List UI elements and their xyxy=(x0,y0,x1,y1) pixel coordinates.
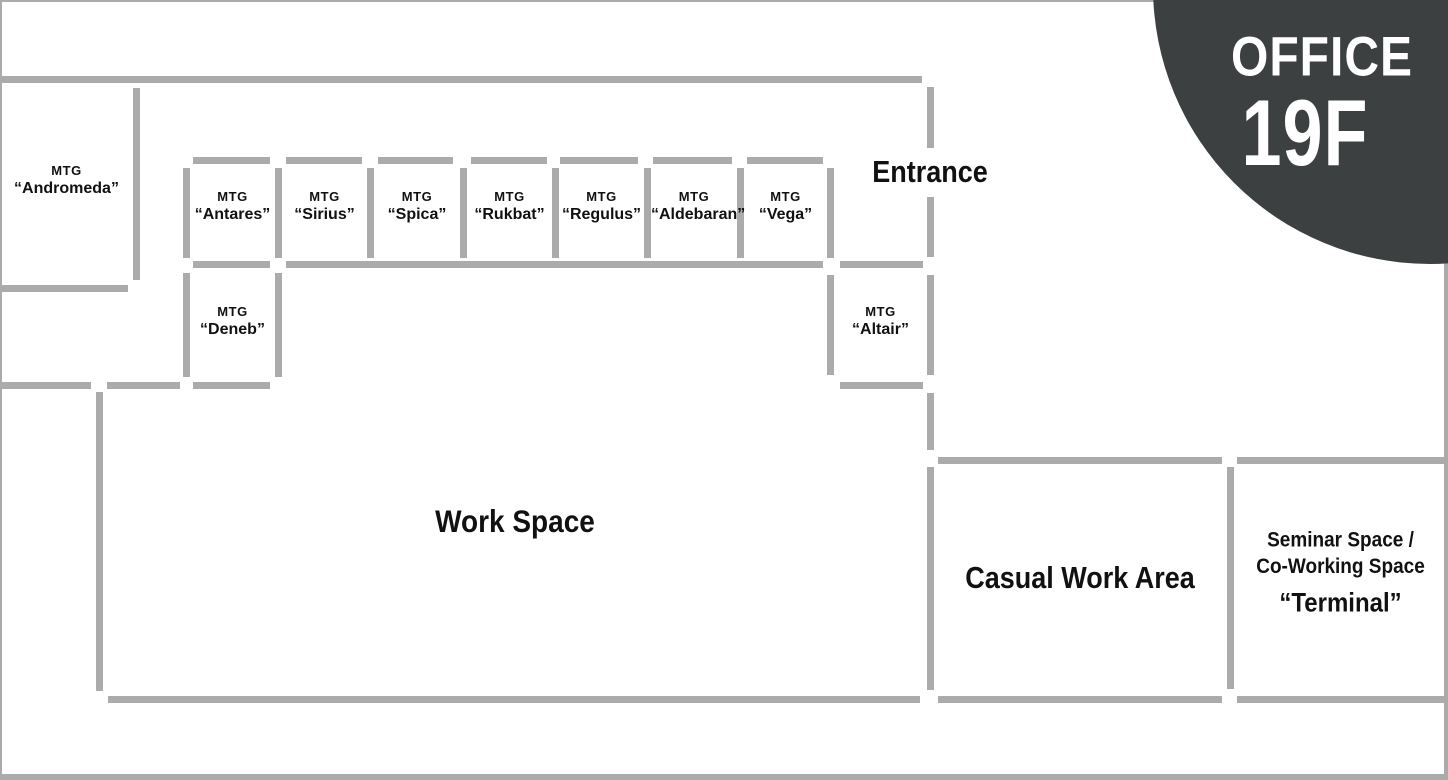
wall-workspace-bottom xyxy=(108,696,920,703)
room-andromeda: MTG “Andromeda” xyxy=(0,163,133,199)
wall-left-lower-2 xyxy=(107,382,180,389)
wall-sirius-top xyxy=(286,157,362,164)
wall-antares-sirius xyxy=(275,168,282,258)
room-sirius: MTG “Sirius” xyxy=(282,189,367,225)
wall-casual-top xyxy=(938,457,1222,464)
wall-seminar-bottom xyxy=(1237,696,1444,703)
room-type-label: MTG xyxy=(217,189,248,204)
wall-spica-rukbat xyxy=(460,168,467,258)
room-name-label: “Antares” xyxy=(194,206,271,223)
wall-antares-left xyxy=(183,168,190,258)
wall-deneb-left xyxy=(183,273,190,377)
border-bottom xyxy=(0,774,1448,780)
room-name-label: “Rukbat” xyxy=(474,206,545,223)
seminar-room-name: “Terminal” xyxy=(1279,588,1402,618)
seminar-space-label: Seminar Space / Co-Working Space “Termin… xyxy=(1237,528,1444,620)
wall-vega-right xyxy=(827,168,834,258)
room-altair: MTG “Altair” xyxy=(834,304,927,340)
border-left xyxy=(0,0,2,780)
wall-entrance-seg5 xyxy=(927,467,934,690)
seminar-line1: Seminar Space / xyxy=(1267,528,1414,552)
wall-entrance-seg3 xyxy=(927,275,934,375)
wall-deneb-right xyxy=(275,273,282,377)
seminar-line2: Co-Working Space xyxy=(1256,555,1425,579)
wall-entrance-seg4 xyxy=(927,393,934,450)
wall-altair-bottom xyxy=(840,382,923,389)
room-name-label: “Regulus” xyxy=(561,206,642,223)
office-badge-floor: 19F xyxy=(1241,82,1369,186)
wall-regulus-aldebaran xyxy=(644,168,651,258)
room-type-label: MTG xyxy=(586,189,617,204)
room-antares: MTG “Antares” xyxy=(190,189,275,225)
room-name-label: “Aldebaran” xyxy=(651,206,746,223)
room-type-label: MTG xyxy=(865,304,896,319)
wall-altair-top xyxy=(840,261,923,268)
entrance-label: Entrance xyxy=(872,155,988,189)
wall-sirius-spica xyxy=(367,168,374,258)
wall-aldebaran-vega xyxy=(737,168,744,258)
room-type-label: MTG xyxy=(401,189,433,204)
wall-casual-seminar-divider xyxy=(1227,467,1234,689)
wall-vega-top xyxy=(747,157,823,164)
wall-andromeda-right xyxy=(133,88,140,280)
room-name-label: “Altair” xyxy=(852,321,909,338)
room-name-label: “Spica” xyxy=(387,206,447,223)
room-type-label: MTG xyxy=(770,189,801,204)
room-vega: MTG “Vega” xyxy=(744,189,827,225)
room-type-label: MTG xyxy=(678,189,710,204)
room-rukbat: MTG “Rukbat” xyxy=(467,189,552,225)
wall-altair-left xyxy=(827,275,834,375)
wall-casual-bottom xyxy=(938,696,1222,703)
room-name-label: “Sirius” xyxy=(294,206,355,223)
wall-spica-top xyxy=(378,157,453,164)
casual-work-area-label: Casual Work Area xyxy=(965,561,1195,595)
border-top xyxy=(0,0,1448,2)
room-type-label: MTG xyxy=(51,163,82,178)
wall-andromeda-bottom xyxy=(0,285,128,292)
wall-deneb-top xyxy=(193,261,270,268)
room-name-label: “Andromeda” xyxy=(14,180,119,197)
wall-left-lower-1 xyxy=(0,382,91,389)
border-right xyxy=(1444,0,1448,780)
room-regulus: MTG “Regulus” xyxy=(559,189,644,225)
wall-top-main xyxy=(0,76,922,83)
room-name-label: “Vega” xyxy=(758,206,813,223)
wall-workspace-left xyxy=(96,392,103,691)
room-type-label: MTG xyxy=(217,304,248,319)
room-deneb: MTG “Deneb” xyxy=(190,304,275,340)
wall-aldebaran-top xyxy=(653,157,732,164)
room-type-label: MTG xyxy=(494,189,525,204)
room-type-label: MTG xyxy=(309,189,340,204)
wall-entrance-seg1 xyxy=(927,87,934,148)
wall-regulus-top xyxy=(560,157,638,164)
room-aldebaran: MTG “Aldebaran” xyxy=(651,189,746,225)
wall-entrance-seg2 xyxy=(927,197,934,257)
workspace-label: Work Space xyxy=(435,504,595,539)
wall-rukbat-regulus xyxy=(552,168,559,258)
wall-seminar-top xyxy=(1237,457,1444,464)
room-spica: MTG “Spica” xyxy=(374,189,460,225)
wall-antares-top xyxy=(193,157,270,164)
office-badge-title: OFFICE xyxy=(1231,26,1413,88)
wall-rukbat-top xyxy=(471,157,547,164)
wall-corridor xyxy=(286,261,823,268)
room-name-label: “Deneb” xyxy=(200,321,265,338)
wall-deneb-bottom xyxy=(193,382,270,389)
